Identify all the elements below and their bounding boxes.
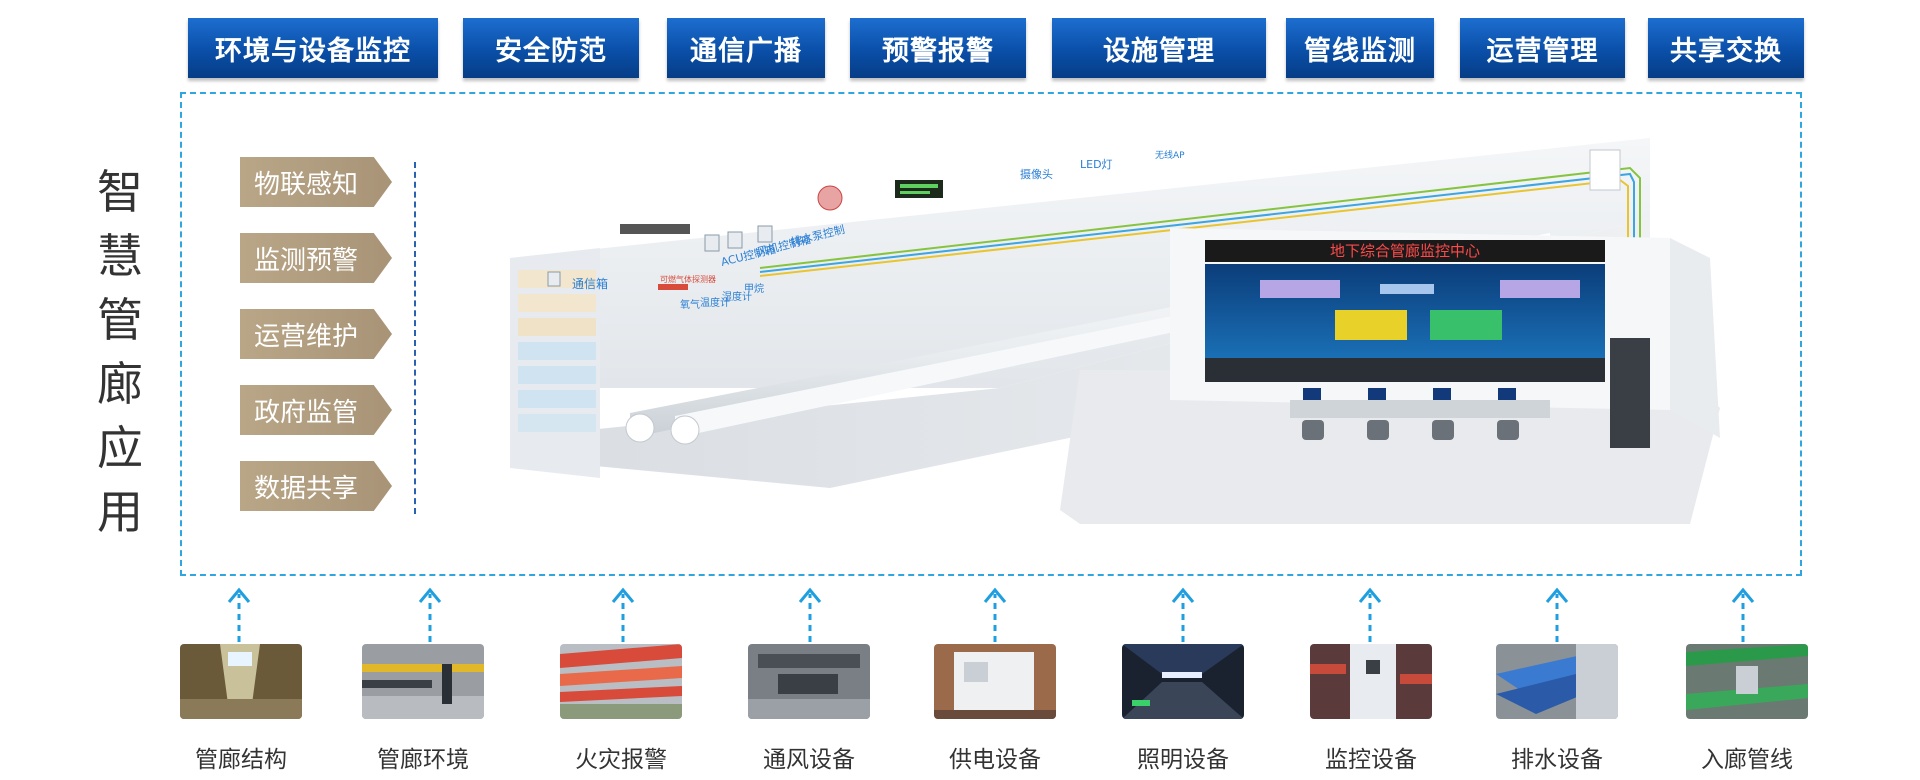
operator-consoles [1290,388,1550,440]
label-methane: 甲烷 [744,282,764,295]
ventilation-photo [748,644,870,719]
comm-box [547,271,561,287]
top-module-facility[interactable]: 设施管理 [1052,18,1266,78]
device-label-pipeline: 入廊管线 [1701,747,1793,773]
up-arrow-icon [1731,587,1755,642]
feature-operation-maintenance: 运营维护 [240,309,392,359]
vertical-title: 智 慧 管 廊 应 用 [94,160,146,544]
label-wifi: 无线AP [1155,149,1185,161]
up-arrow-icon [227,587,251,642]
drainage-photo [1496,644,1618,719]
top-module-warning[interactable]: 预警报警 [850,18,1026,78]
label-sensor: 可燃气体探测器 [660,274,716,284]
control-box [757,225,773,243]
lighting-photo [1122,644,1244,719]
label-oxygen: 氧气 [680,298,700,311]
label-humidity: 湿度计 [722,290,752,303]
up-arrow-icon [1358,587,1382,642]
network-switch [620,224,690,234]
up-arrow-icon [983,587,1007,642]
fire-alarm-photo [560,644,682,719]
device-label-fire-alarm: 火灾报警 [575,747,667,773]
pipeline-photo [1686,644,1808,719]
power-supply-photo [934,644,1056,719]
up-arrow-icon [611,587,635,642]
device-label-drainage: 排水设备 [1511,747,1603,773]
title-char: 慧 [97,229,143,283]
feature-divider [414,162,416,514]
feature-data-sharing: 数据共享 [240,461,392,511]
up-arrow-icon [418,587,442,642]
alarm-light-icon [817,185,843,211]
corridor-scene-illustration: 通信箱 ACU控制箱 风机控制箱 排水泵控制 摄像头 LED灯 无线AP 可燃气… [510,138,1720,524]
feature-government-supervision: 政府监管 [240,385,392,435]
application-frame [180,92,1802,576]
monitoring-photo [1310,644,1432,719]
title-char: 廊 [97,357,143,411]
control-room-door [1589,149,1621,191]
device-label-structure: 管廊结构 [195,747,287,773]
title-char: 管 [97,293,143,347]
top-module-pipeline[interactable]: 管线监测 [1286,18,1434,78]
corridor-environment-photo [362,644,484,719]
top-module-communication[interactable]: 通信广播 [667,18,825,78]
device-label-environment: 管廊环境 [377,747,469,773]
device-label-monitoring: 监控设备 [1325,747,1417,773]
device-label-lighting: 照明设备 [1137,747,1229,773]
led-display [895,180,943,198]
device-label-ventilation: 通风设备 [763,747,855,773]
sensor-red [658,284,688,290]
up-arrow-icon [1545,587,1569,642]
label-led: LED灯 [1080,158,1113,171]
label-temperature: 温度计 [700,296,730,309]
cable-tray-stack [518,270,596,432]
up-arrow-icon [1171,587,1195,642]
title-char: 用 [97,485,143,539]
control-center-title: 地下综合管廊监控中心 [1330,242,1480,260]
top-module-security[interactable]: 安全防范 [463,18,639,78]
control-room-floor [1060,370,1720,524]
title-char: 智 [97,165,143,219]
up-arrow-icon [798,587,822,642]
corridor-structure-photo [180,644,302,719]
control-center-sign [1205,240,1605,262]
corridor-wall [510,138,1650,388]
top-module-sharing[interactable]: 共享交换 [1648,18,1804,78]
corridor-floor [510,218,1650,488]
label-camera: 摄像头 [1020,167,1053,181]
feature-monitoring-warning: 监测预警 [240,233,392,283]
control-box [727,231,743,249]
server-cabinet [1610,338,1650,448]
device-label-power: 供电设备 [949,747,1041,773]
control-box [704,234,720,252]
feature-iot-sensing: 物联感知 [240,157,392,207]
top-module-environment[interactable]: 环境与设备监控 [188,18,438,78]
title-char: 应 [97,421,143,475]
top-module-operation[interactable]: 运营管理 [1460,18,1625,78]
control-room-side-wall [1670,238,1720,438]
label-comm-box: 通信箱 [572,276,608,291]
